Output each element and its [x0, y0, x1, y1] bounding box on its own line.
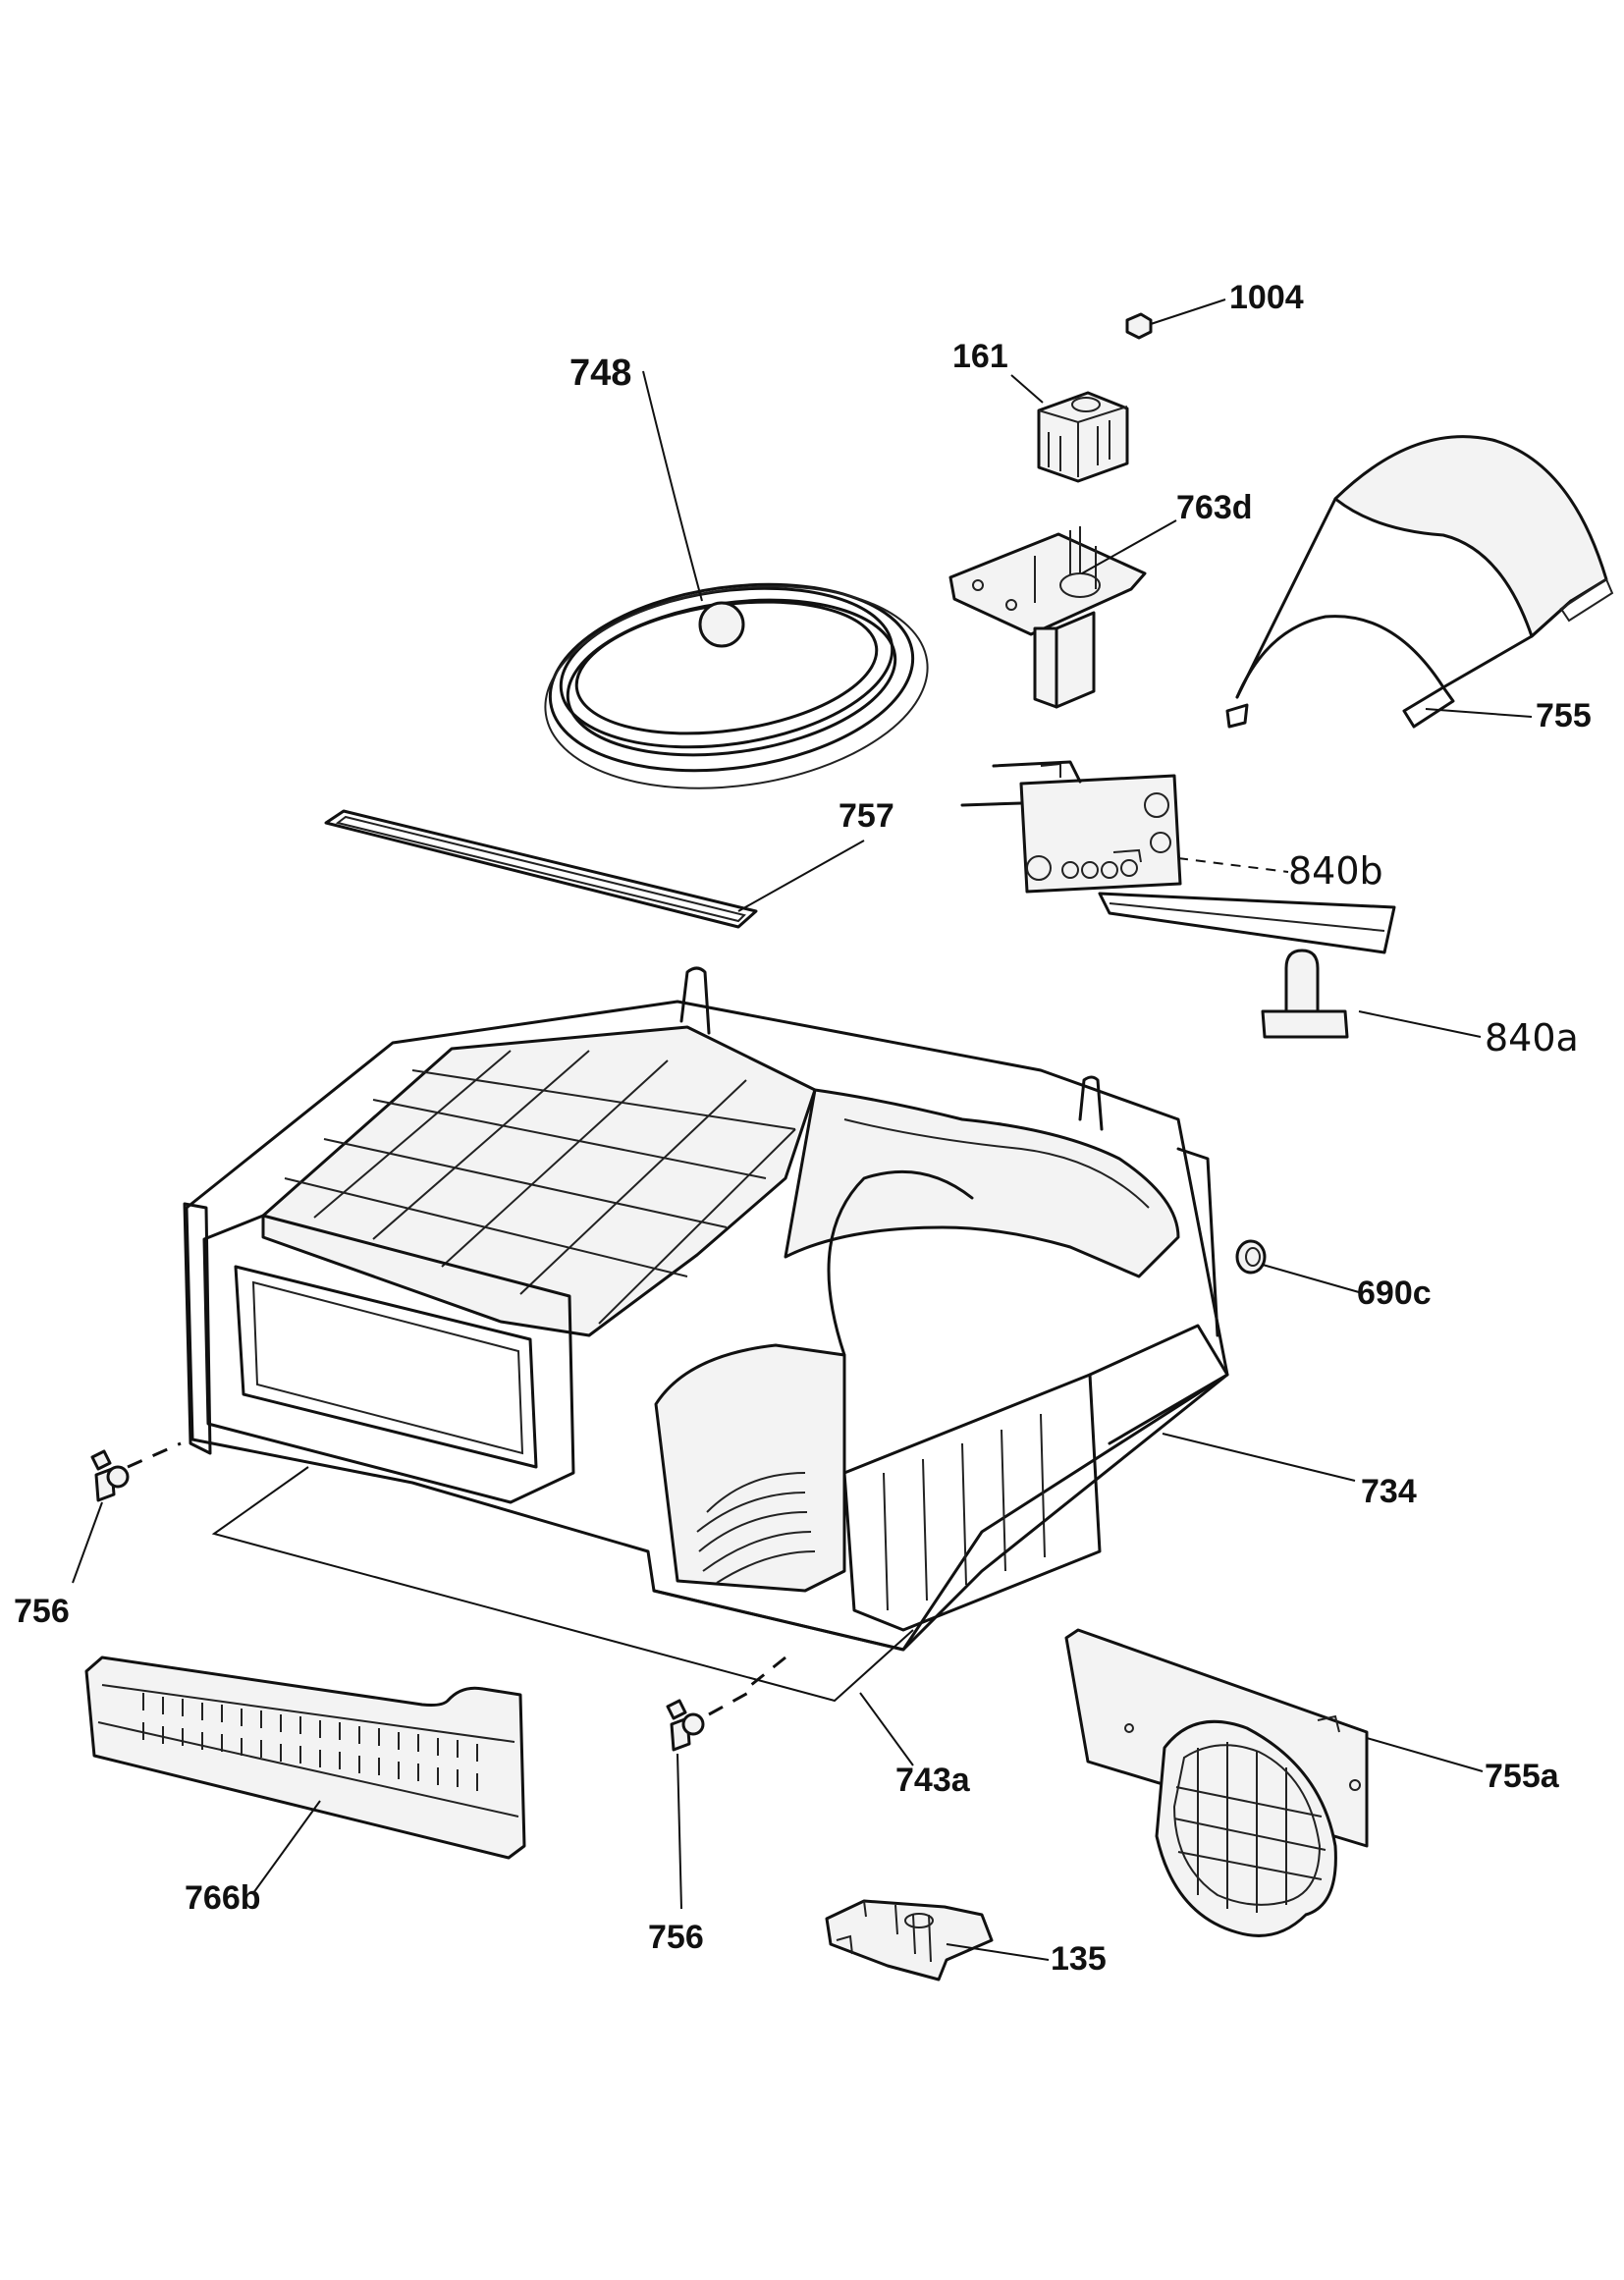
- part-840a-push-button: [1261, 949, 1482, 1039]
- part-840b-micro-switch: [960, 760, 1396, 954]
- part-766b-vent-panel: [84, 1656, 526, 1894]
- part-135-actuator: [825, 1899, 1050, 1981]
- part-1004-screw: [1125, 299, 1226, 340]
- part-690c-grommet: [1235, 1239, 1360, 1293]
- label-756-bottom: 756: [648, 1919, 704, 1956]
- part-757-seal-strip: [324, 809, 865, 929]
- label-748: 748: [569, 353, 631, 394]
- label-757: 757: [839, 797, 894, 835]
- part-748-drain-hose: [544, 370, 929, 789]
- part-763d-sensor-bracket: [948, 519, 1177, 709]
- label-755a: 755a: [1485, 1758, 1560, 1795]
- part-743a-bottom-panel: [127, 1441, 914, 1766]
- part-755-duct-cover: [1225, 435, 1614, 729]
- label-135: 135: [1051, 1940, 1107, 1978]
- label-766b: 766b: [185, 1879, 261, 1917]
- label-743a: 743a: [895, 1762, 971, 1799]
- label-690c: 690c: [1357, 1275, 1432, 1312]
- label-755: 755: [1536, 697, 1592, 734]
- part-734-base-frame: [183, 966, 1356, 1652]
- label-840b: 840b: [1288, 849, 1383, 893]
- part-161-connector: [1010, 374, 1129, 483]
- part-755a-grille-panel: [1064, 1628, 1484, 1937]
- part-756-clip-left: [72, 1449, 130, 1584]
- label-161: 161: [952, 338, 1008, 375]
- label-1004: 1004: [1229, 279, 1304, 316]
- vent-slots: [142, 1693, 478, 1791]
- part-756-clip-bottom: [666, 1691, 749, 1910]
- label-756-left: 756: [14, 1593, 70, 1630]
- label-840a: 840a: [1485, 1016, 1579, 1059]
- label-763d: 763d: [1176, 489, 1253, 526]
- label-734: 734: [1361, 1473, 1417, 1510]
